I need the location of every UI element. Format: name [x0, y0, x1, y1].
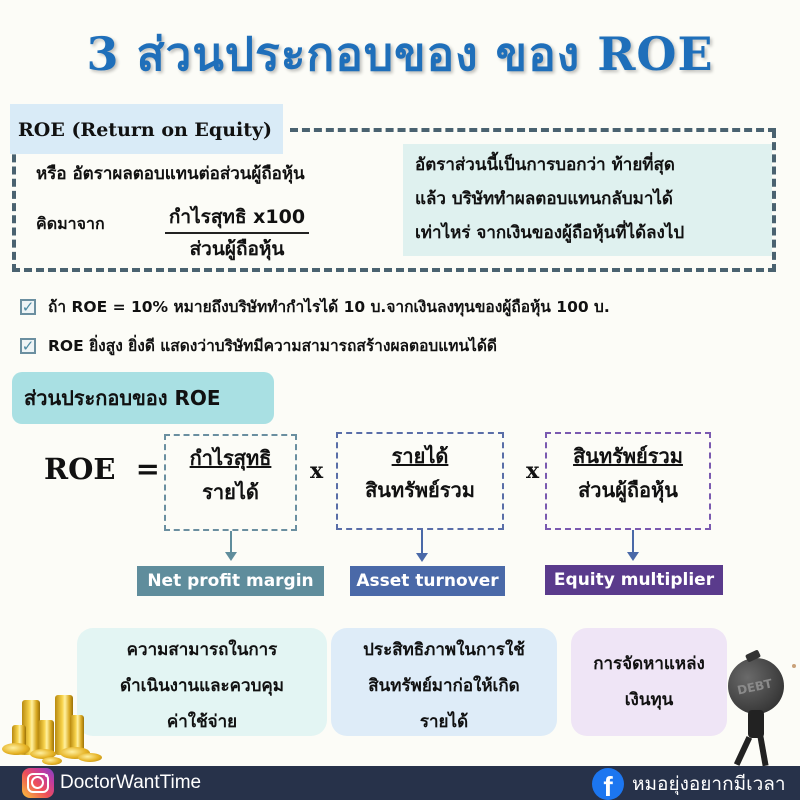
component-fraction-net-profit-margin: กำไรสุทธิ รายได้	[164, 434, 297, 531]
equation-label: ROE =	[44, 452, 160, 486]
arrow-head-icon	[225, 552, 237, 561]
facebook-icon[interactable]: f	[592, 768, 624, 800]
checkbox-checked-icon: ✓	[20, 297, 36, 316]
component-fraction-asset-turnover: รายได้ สินทรัพย์รวม	[336, 432, 504, 530]
footer-bar	[0, 766, 800, 800]
label-net-profit-margin: Net profit margin	[137, 566, 324, 596]
facebook-page-name[interactable]: หมอยุ่งอยากมีเวลา	[632, 773, 786, 795]
alt-name: หรือ อัตราผลตอบแทนต่อส่วนผู้ถือหุ้น	[36, 164, 305, 184]
gold-coins-icon	[0, 695, 105, 775]
description-asset-turnover: ประสิทธิภาพในการใช้ สินทรัพย์มาก่อให้เกิ…	[331, 628, 557, 736]
instagram-icon[interactable]	[22, 768, 54, 798]
instagram-handle[interactable]: DoctorWantTime	[60, 772, 202, 793]
arrow-down-icon	[230, 531, 232, 553]
explanation-line: แล้ว บริษัททำผลตอบแทนกลับมาได้	[415, 189, 673, 209]
component-fraction-equity-multiplier: สินทรัพย์รวม ส่วนผู้ถือหุ้น	[545, 432, 711, 530]
checklist-text: ถ้า ROE = 10% หมายถึงบริษัททำกำไรได้ 10 …	[48, 298, 610, 316]
checklist-item: ✓ ROE ยิ่งสูง ยิ่งดี แสดงว่าบริษัทมีความ…	[20, 333, 497, 358]
description-line: ค่าใช้จ่าย	[166, 712, 238, 732]
multiply-operator: x	[526, 458, 540, 484]
components-heading: ส่วนประกอบของ ROE	[12, 372, 274, 424]
page-title: 3 ส่วนประกอบของ ของ ROE	[86, 27, 714, 81]
debt-ball-figure-icon: DEBT	[722, 648, 800, 768]
arrow-down-icon	[421, 530, 423, 554]
checklist-item: ✓ ถ้า ROE = 10% หมายถึงบริษัททำกำไรได้ 1…	[20, 294, 610, 319]
fraction-numerator: สินทรัพย์รวม	[573, 444, 683, 468]
fraction-numerator: กำไรสุทธิ	[189, 446, 272, 470]
formula-numerator: กำไรสุทธิ x100	[164, 202, 310, 234]
checklist-text: ROE ยิ่งสูง ยิ่งดี แสดงว่าบริษัทมีความสา…	[48, 337, 497, 355]
explanation-box: อัตราส่วนนี้เป็นการบอกว่า ท้ายที่สุด แล้…	[403, 144, 772, 256]
arrow-head-icon	[627, 552, 639, 561]
fraction-denominator: สินทรัพย์รวม	[365, 478, 475, 502]
description-line: การจัดหาแหล่ง	[593, 654, 705, 674]
checkbox-checked-icon: ✓	[20, 336, 36, 355]
fraction-denominator: รายได้	[202, 480, 259, 504]
description-equity-multiplier: การจัดหาแหล่ง เงินทุน	[571, 628, 727, 736]
formula-denominator: ส่วนผู้ถือหุ้น	[189, 238, 285, 260]
arrow-down-icon	[632, 530, 634, 553]
multiply-operator: x	[310, 458, 324, 484]
explanation-line: อัตราส่วนนี้เป็นการบอกว่า ท้ายที่สุด	[415, 155, 675, 175]
description-line: รายได้	[419, 712, 469, 732]
roe-formula: กำไรสุทธิ x100 ส่วนผู้ถือหุ้น	[152, 202, 322, 264]
fraction-numerator: รายได้	[391, 444, 449, 468]
derived-label: คิดมาจาก	[36, 214, 105, 233]
description-line: สินทรัพย์มาก่อให้เกิด	[368, 676, 520, 696]
description-line: ประสิทธิภาพในการใช้	[363, 640, 525, 660]
description-line: เงินทุน	[624, 690, 674, 710]
definition-dashed-frame	[12, 130, 776, 272]
arrow-head-icon	[416, 553, 428, 562]
label-equity-multiplier: Equity multiplier	[545, 565, 723, 595]
definition-heading: ROE (Return on Equity)	[10, 104, 283, 154]
description-line: ความสามารถในการ	[126, 640, 278, 660]
description-line: ดำเนินงานและควบคุม	[120, 676, 284, 696]
description-net-profit-margin: ความสามารถในการ ดำเนินงานและควบคุม ค่าใช…	[77, 628, 327, 736]
fraction-denominator: ส่วนผู้ถือหุ้น	[578, 478, 678, 502]
explanation-line: เท่าไหร่ จากเงินของผู้ถือหุ้นที่ได้ลงไป	[415, 223, 685, 243]
label-asset-turnover: Asset turnover	[350, 566, 505, 596]
dashed-frame-top	[290, 128, 776, 132]
